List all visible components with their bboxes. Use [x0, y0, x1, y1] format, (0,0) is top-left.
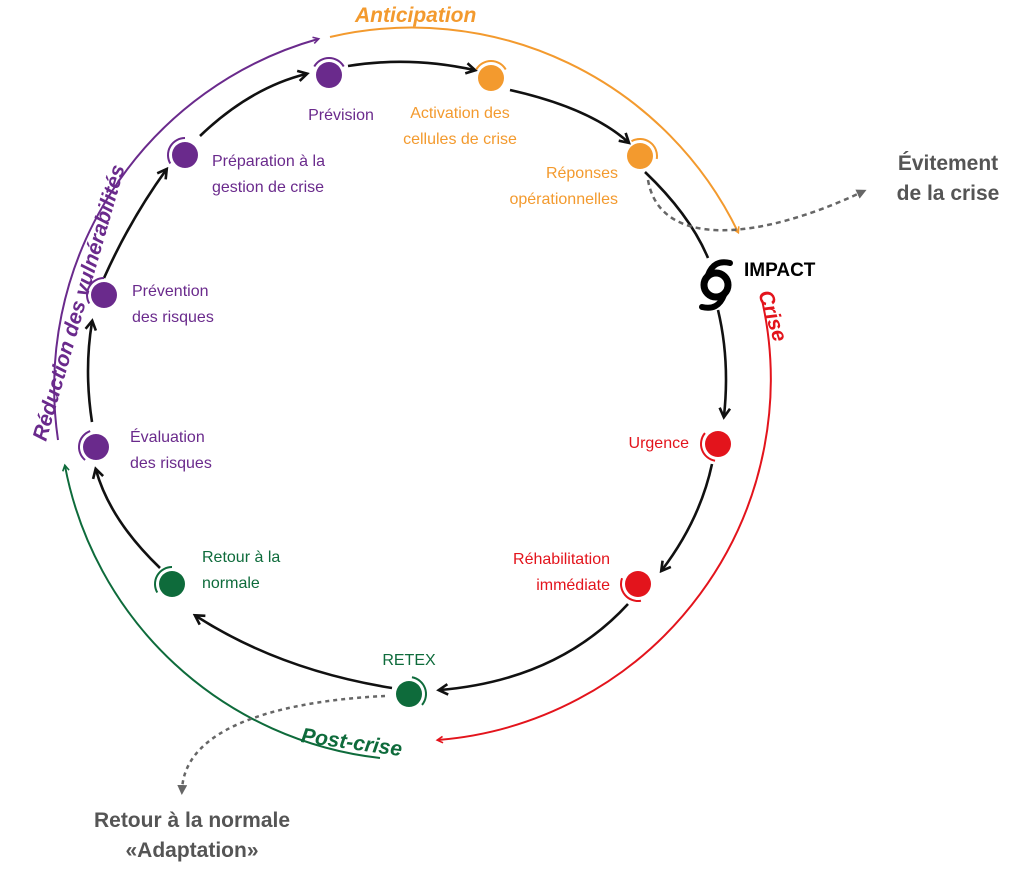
node-label-evaluation: des risques	[130, 455, 212, 472]
node-label-activation: cellules de crise	[403, 131, 517, 148]
node-label-retour: Retour à la	[202, 549, 280, 566]
evitement-dashed-arrow	[646, 179, 867, 232]
node-preparation: Préparation à la gestion de crise	[167, 137, 325, 196]
node-label-preparation: Préparation à la	[212, 153, 325, 170]
reduction-arc	[53, 36, 321, 441]
node-activation: Activation des cellules de crise	[403, 60, 517, 148]
node-label-urgence: Urgence	[629, 435, 690, 452]
impact-label: IMPACT	[744, 260, 816, 281]
node-circle-prevention	[91, 282, 117, 308]
node-label-retour: normale	[202, 575, 260, 592]
node-circle-evaluation	[83, 434, 109, 460]
evitement-line-1: Évitement	[898, 152, 998, 175]
phase-reduction: Réduction des vulnérabilités	[29, 162, 130, 443]
retour-normale-line-1: Retour à la normale	[94, 809, 290, 832]
node-retour: Retour à la normale	[154, 549, 280, 597]
node-label-reponses: opérationnelles	[509, 191, 618, 208]
node-retex: RETEX	[382, 652, 436, 707]
node-ring-preparation	[167, 137, 186, 164]
node-label-retex: RETEX	[382, 652, 436, 669]
node-circle-urgence	[705, 431, 731, 457]
node-label-rehabilitation: Réhabilitation	[513, 551, 610, 568]
arrow-rehabilitation-retex	[436, 603, 629, 696]
arrow-prevention-preparation	[102, 166, 169, 279]
retour-normale-line-2: «Adaptation»	[125, 839, 258, 862]
arrow-preparation-prevision	[199, 69, 310, 137]
node-label-prevention: des risques	[132, 309, 214, 326]
node-circle-preparation	[172, 142, 198, 168]
arrow-impact-urgence	[716, 309, 732, 420]
node-circle-retex	[396, 681, 422, 707]
outcome-retour-normale: Retour à la normale «Adaptation»	[94, 809, 290, 862]
node-ring-prevention	[86, 277, 105, 304]
node-rehabilitation: Réhabilitation immédiate	[513, 551, 651, 602]
adaptation-dashed-arrow	[177, 694, 386, 795]
outcome-evitement: Évitement de la crise	[897, 152, 1000, 205]
node-evaluation: Évaluation des risques	[78, 427, 212, 472]
arrow-activation-reponses	[509, 88, 631, 145]
node-circle-prevision	[316, 62, 342, 88]
node-circle-retour	[159, 571, 185, 597]
node-label-prevision: Prévision	[308, 107, 374, 124]
arrow-reponses-impact	[644, 171, 710, 259]
node-circle-reponses	[627, 143, 653, 169]
node-prevention: Prévention des risques	[86, 277, 214, 326]
arrow-retex-retour	[192, 613, 393, 690]
arrow-retour-evaluation	[91, 466, 161, 569]
phase-post-crise: Post-crise	[300, 724, 404, 761]
node-label-evaluation: Évaluation	[130, 427, 205, 446]
post-crise-arc	[62, 463, 381, 759]
node-label-activation: Activation des	[410, 105, 510, 122]
node-ring-retex	[411, 676, 427, 706]
arrow-prevision-activation	[347, 60, 478, 75]
node-ring-evaluation	[78, 430, 91, 461]
node-ring-activation	[475, 60, 507, 71]
node-ring-retour	[154, 566, 173, 593]
node-label-rehabilitation: immédiate	[536, 577, 610, 594]
hurricane-icon	[699, 259, 733, 311]
phase-crise: Crise	[753, 287, 791, 344]
arrow-evaluation-prevention	[84, 318, 98, 423]
node-label-reponses: Réponses	[546, 165, 618, 182]
arrow-urgence-rehabilitation	[659, 463, 714, 574]
node-prevision: Prévision	[308, 57, 374, 124]
node-ring-rehabilitation	[620, 577, 642, 602]
cycle-nodes: Prévision Activation des cellules de crise…	[78, 57, 731, 707]
node-urgence: Urgence	[629, 431, 731, 462]
node-label-prevention: Prévention	[132, 283, 209, 300]
phase-anticipation: Anticipation	[354, 4, 476, 27]
node-ring-urgence	[700, 432, 716, 462]
node-ring-prevision	[313, 57, 345, 68]
anticipation-arc	[329, 26, 740, 235]
evitement-line-2: de la crise	[897, 182, 1000, 205]
node-ring-reponses	[631, 138, 658, 160]
crise-arc	[435, 299, 772, 744]
node-circle-rehabilitation	[625, 571, 651, 597]
node-reponses: Réponses opérationnelles	[509, 138, 658, 208]
node-circle-activation	[478, 65, 504, 91]
node-label-preparation: gestion de crise	[212, 179, 324, 196]
